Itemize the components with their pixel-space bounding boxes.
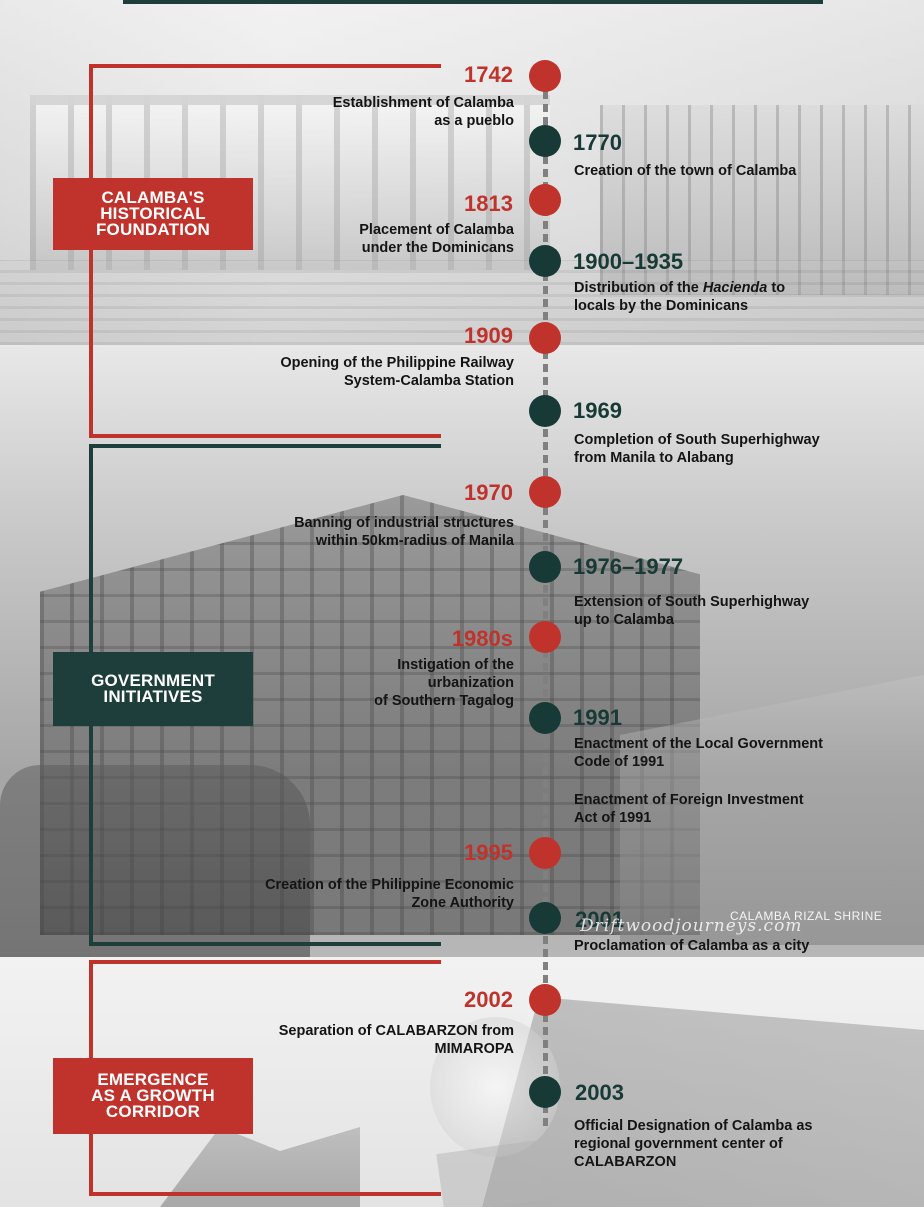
plaza-steps bbox=[0, 260, 924, 345]
watermark-shrine-text: CALAMBA RIZAL SHRINE bbox=[730, 909, 883, 923]
event-text-1991-local-government-code: Enactment of the Local Government Code o… bbox=[574, 736, 823, 770]
timeline-node-1813 bbox=[529, 184, 561, 216]
event-text-1995: Creation of the Philippine Economic Zone… bbox=[265, 877, 514, 911]
event-year-1909: 1909 bbox=[464, 323, 513, 348]
section-bracket-historical bbox=[89, 64, 441, 438]
event-year-1742: 1742 bbox=[464, 62, 513, 87]
event-text-1980s: Instigation of the urbanization of South… bbox=[374, 657, 514, 709]
event-text-1770: Creation of the town of Calamba bbox=[574, 163, 797, 179]
event-text-1900-1935: Distribution of the Hacienda to locals b… bbox=[574, 279, 785, 315]
section-label-growth: EMERGENCE AS A GROWTH CORRIDOR bbox=[53, 1058, 253, 1134]
event-text-2003: Official Designation of Calamba as regio… bbox=[574, 1118, 813, 1170]
photo-watermark: Driftwoodjourneys.com CALAMBA RIZAL SHRI… bbox=[580, 904, 920, 944]
timeline-node-1900-1935 bbox=[529, 245, 561, 277]
event-text-1970: Banning of industrial structures within … bbox=[294, 515, 514, 549]
event-text-1900-1935-part1: Distribution of the bbox=[574, 280, 703, 296]
event-year-1991: 1991 bbox=[573, 705, 622, 730]
timeline-node-1969 bbox=[529, 395, 561, 427]
timeline-node-1770 bbox=[529, 125, 561, 157]
event-year-1969: 1969 bbox=[573, 398, 622, 423]
parked-vehicle bbox=[0, 765, 310, 957]
event-text-1909: Opening of the Philippine Railway System… bbox=[280, 355, 514, 389]
header-bar bbox=[123, 0, 823, 4]
watermark-script-text: Driftwoodjourneys.com bbox=[580, 916, 803, 936]
timeline-node-1995 bbox=[529, 837, 561, 869]
mall-city-sign bbox=[436, 1140, 544, 1207]
event-text-1969: Completion of South Superhighway from Ma… bbox=[574, 432, 820, 466]
event-text-2001: Proclamation of Calamba as a city bbox=[574, 938, 810, 954]
side-building bbox=[600, 105, 924, 295]
event-text-1991-foreign-investment-act: Enactment of Foreign Investment Act of 1… bbox=[574, 792, 804, 826]
timeline-node-1909 bbox=[529, 322, 561, 354]
building-photo-background bbox=[0, 0, 924, 345]
timeline-node-1742 bbox=[529, 60, 561, 92]
timeline-node-1991 bbox=[529, 702, 561, 734]
event-text-1742: Establishment of Calamba as a pueblo bbox=[332, 95, 514, 129]
event-year-1976-1977: 1976–1977 bbox=[573, 554, 684, 579]
event-text-2002: Separation of CALABARZON from MIMAROPA bbox=[278, 1023, 514, 1057]
event-text-1813: Placement of Calamba under the Dominican… bbox=[359, 222, 514, 256]
section-label-historical: CALAMBA'S HISTORICAL FOUNDATION bbox=[53, 178, 253, 250]
event-year-1970: 1970 bbox=[464, 480, 513, 505]
timeline-node-1970 bbox=[529, 476, 561, 508]
timeline-spine bbox=[543, 78, 548, 1128]
event-text-1900-1935-part2: to locals by the Dominicans bbox=[574, 280, 786, 314]
event-year-1770: 1770 bbox=[573, 130, 622, 155]
section-label-government: GOVERNMENT INITIATIVES bbox=[53, 652, 253, 726]
timeline-node-1976-1977 bbox=[529, 551, 561, 583]
timeline-node-2001 bbox=[529, 902, 561, 934]
timeline-node-2002 bbox=[529, 984, 561, 1016]
event-text-1976-1977: Extension of South Superhighway up to Ca… bbox=[574, 594, 810, 628]
timeline-node-1980s bbox=[529, 621, 561, 653]
event-year-1900-1935: 1900–1935 bbox=[573, 249, 684, 274]
event-year-1995: 1995 bbox=[464, 840, 513, 865]
event-text-1900-1935-italic: Hacienda bbox=[702, 280, 768, 296]
event-year-2003: 2003 bbox=[575, 1080, 624, 1105]
event-year-1980s: 1980s bbox=[451, 626, 513, 651]
timeline-node-2003 bbox=[529, 1076, 561, 1108]
event-year-1813: 1813 bbox=[464, 191, 513, 216]
event-year-2001: 2001 bbox=[575, 907, 624, 932]
event-year-2002: 2002 bbox=[464, 987, 513, 1012]
